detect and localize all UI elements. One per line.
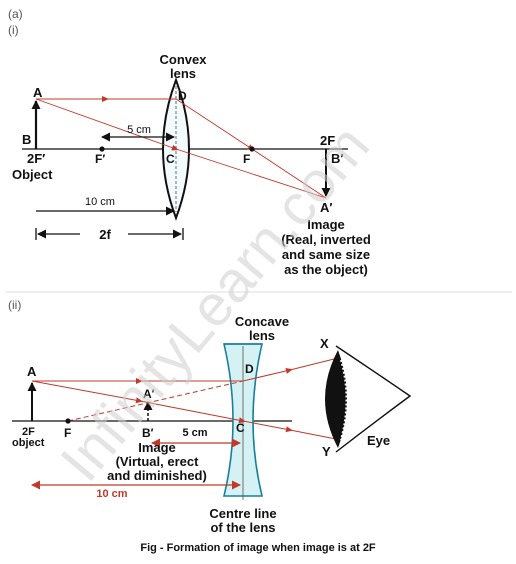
eye-icon — [325, 345, 412, 453]
point-C-ii: C — [236, 421, 245, 435]
dimension-10cm-label-i: 10 cm — [85, 196, 115, 208]
dimension-5cm-label-ii: 5 cm — [182, 427, 207, 439]
point-B-prime-ii: B′ — [142, 426, 154, 440]
eye-outline — [335, 345, 412, 453]
ray-through-centre-i — [35, 98, 327, 199]
ray-diverged-ii — [242, 357, 339, 382]
dimension-10cm-label-ii: 10 cm — [96, 488, 127, 500]
image-desc-ii-2: (Virtual, erect — [116, 454, 200, 469]
convex-lens-title-1: Convex — [160, 52, 208, 67]
focus-F-dot-ii — [65, 418, 71, 424]
watermark-text: InfinityLearn.com — [48, 113, 382, 493]
point-B-i: B — [22, 132, 31, 147]
point-2F-i: 2F — [320, 133, 335, 148]
part-label-a: (a) — [8, 7, 23, 21]
image-desc-ii-1: Image — [138, 440, 176, 455]
convex-lens-title-2: lens — [170, 66, 196, 81]
object-label-i: Object — [12, 167, 53, 182]
centre-line-label-2: of the lens — [210, 520, 275, 535]
ray-through-centre-ii — [31, 380, 337, 440]
point-A-prime-ii: A′ — [143, 387, 155, 401]
point-A-ii: A — [27, 364, 37, 379]
dimension-5cm-label-i: 5 cm — [127, 124, 151, 136]
object-label-ii: object — [12, 437, 45, 449]
eye-label: Eye — [367, 433, 390, 448]
point-F-i: F — [243, 152, 250, 166]
eye-lens-highlight — [340, 359, 348, 441]
focus-F-dot — [249, 146, 255, 152]
image-desc-i-2: (Real, inverted — [281, 232, 371, 247]
point-A-i: A — [33, 85, 43, 100]
focus-F-prime-dot — [99, 146, 105, 152]
image-desc-i-3: and same size — [282, 247, 370, 262]
eye-lens — [325, 350, 347, 448]
convex-lens-figure: Convex lens A B D C F′ F 2F′ Object 2F B… — [12, 52, 371, 277]
concave-lens-title-1: Concave — [235, 314, 289, 329]
dimension-2f-label: 2f — [99, 227, 111, 242]
point-B-prime-i: B′ — [331, 151, 344, 166]
figure-caption: Fig - Formation of image when image is a… — [140, 542, 376, 554]
image-desc-i-4: as the object) — [284, 262, 368, 277]
centre-line-label-1: Centre line — [209, 506, 276, 521]
image-desc-i-1: Image — [307, 217, 345, 232]
point-C-i: C — [166, 152, 175, 166]
point-2F-prime-i: 2F′ — [27, 151, 45, 166]
image-desc-ii-3: and diminished) — [107, 468, 207, 483]
point-2F-ii: 2F — [22, 426, 35, 438]
point-D-i: D — [178, 89, 187, 103]
point-D-ii: D — [245, 362, 254, 376]
concave-lens-title-2: lens — [249, 328, 275, 343]
part-label-i: (i) — [8, 23, 19, 37]
point-F-prime-i: F′ — [95, 152, 105, 166]
point-F-ii: F — [64, 426, 71, 440]
point-X-ii: X — [320, 336, 329, 351]
point-A-prime-i: A′ — [320, 200, 333, 215]
concave-lens-figure: Concave lens A A′ B′ D C F 2F object 5 c… — [12, 314, 412, 535]
point-Y-ii: Y — [322, 444, 331, 459]
part-label-ii: (ii) — [8, 298, 21, 312]
